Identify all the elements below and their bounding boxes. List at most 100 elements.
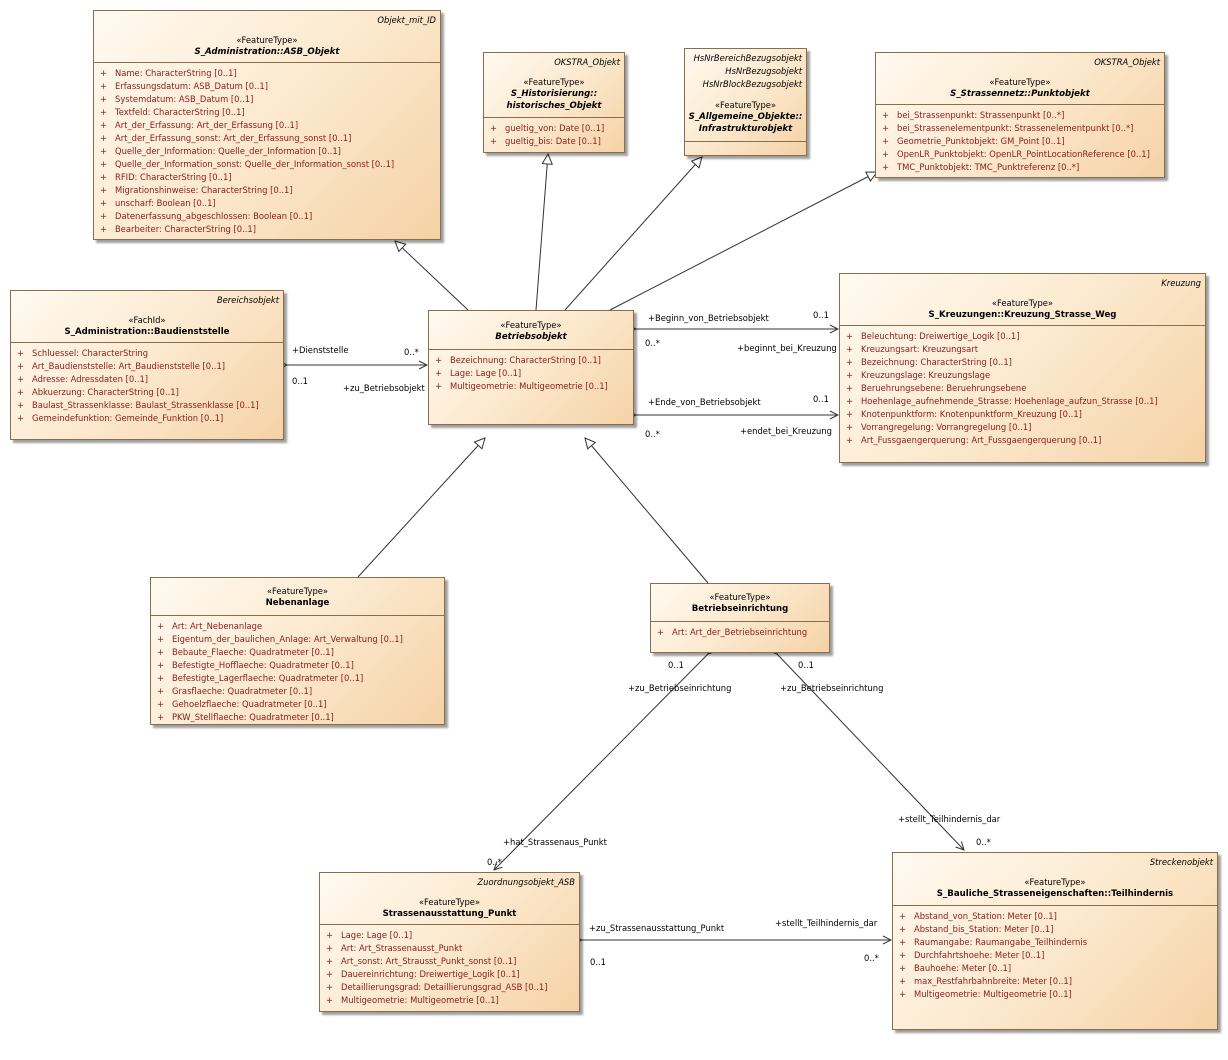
- role-label: +zu_Strassenausstattung_Punkt: [589, 923, 725, 933]
- attribute: Kreuzungsart: Kreuzungsart: [840, 343, 1205, 356]
- attribute-list: Art: Art_Nebenanlage Eigentum_der_baulic…: [151, 616, 444, 724]
- attribute: Lage: Lage [0..1]: [429, 367, 633, 380]
- class-historisches-objekt[interactable]: OKSTRA_Objekt «FeatureType» S_Historisie…: [483, 52, 625, 153]
- role-label: +zu_Betriebsobjekt: [343, 383, 425, 393]
- class-name: Nebenanlage: [265, 598, 330, 608]
- class-header: Objekt_mit_ID «FeatureType» S_Administra…: [94, 11, 440, 63]
- generalization-infrastruktur: [564, 157, 702, 311]
- attribute-list: gueltig_von: Date [0..1] gueltig_bis: Da…: [484, 118, 624, 148]
- class-name: Betriebsobjekt: [495, 332, 567, 342]
- multiplicity-label: 0..*: [487, 857, 502, 867]
- class-name: S_Allgemeine_Objekte:: Infrastrukturobje…: [688, 112, 803, 134]
- multiplicity-label: 0..1: [292, 376, 308, 386]
- attribute: Art: Art_Nebenanlage: [151, 620, 444, 633]
- attribute: Quelle_der_Information_sonst: Quelle_der…: [94, 158, 440, 171]
- class-nebenanlage[interactable]: «FeatureType» Nebenanlage Art: Art_Neben…: [150, 577, 445, 725]
- attribute: Art_der_Erfassung: Art_der_Erfassung [0.…: [94, 119, 440, 132]
- multiplicity-label: 0..*: [864, 953, 879, 963]
- role-label: +stellt_Teilhindernis_dar: [775, 918, 878, 928]
- class-betriebsobjekt[interactable]: «FeatureType» Betriebsobjekt Bezeichnung…: [428, 310, 634, 425]
- attribute: Multigeometrie: Multigeometrie [0..1]: [429, 380, 633, 393]
- attribute: unscharf: Boolean [0..1]: [94, 197, 440, 210]
- class-stereotype: «FeatureType»: [266, 586, 329, 596]
- attribute: Multigeometrie: Multigeometrie [0..1]: [893, 988, 1217, 1001]
- class-baudienststelle[interactable]: Bereichsobjekt «FachId» S_Administration…: [10, 290, 284, 440]
- attribute: Beleuchtung: Dreiwertige_Logik [0..1]: [840, 330, 1205, 343]
- class-name: S_Administration::ASB_Objekt: [194, 47, 340, 57]
- attribute: Lage: Lage [0..1]: [320, 929, 579, 942]
- attribute-list: Abstand_von_Station: Meter [0..1] Abstan…: [893, 906, 1217, 1001]
- class-teilhindernis[interactable]: Streckenobjekt «FeatureType» S_Bauliche_…: [892, 852, 1218, 1030]
- attribute: Kreuzungslage: Kreuzungslage: [840, 369, 1205, 382]
- class-betriebseinrichtung[interactable]: «FeatureType» Betriebseinrichtung Art: A…: [650, 583, 830, 653]
- attribute: Quelle_der_Information: Quelle_der_Infor…: [94, 145, 440, 158]
- class-stereotype: «FeatureType»: [236, 35, 298, 45]
- class-name: Betriebseinrichtung: [691, 604, 789, 614]
- role-label: +zu_Betriebseinrichtung: [780, 683, 884, 693]
- attribute: Eigentum_der_baulichen_Anlage: Art_Verwa…: [151, 633, 444, 646]
- attribute: Multigeometrie: Multigeometrie [0..1]: [320, 994, 579, 1007]
- class-header: «FeatureType» Betriebsobjekt: [429, 311, 633, 350]
- attribute: Bezeichnung: CharacterString [0..1]: [429, 354, 633, 367]
- attribute: TMC_Punktobjekt: TMC_Punktreferenz [0..*…: [876, 161, 1164, 174]
- attribute: Name: CharacterString [0..1]: [94, 67, 440, 80]
- class-stereotype: «FeatureType»: [1024, 877, 1086, 887]
- class-stereotype: «FeatureType»: [523, 77, 585, 87]
- multiplicity-label: 0..1: [813, 310, 829, 320]
- multiplicity-label: 0..1: [668, 660, 684, 670]
- generalization-nebenanlage: [357, 438, 485, 578]
- class-name: S_Strassennetz::Punktobjekt: [950, 89, 1090, 99]
- attribute: Abkuerzung: CharacterString [0..1]: [11, 386, 283, 399]
- class-punktobjekt[interactable]: OKSTRA_Objekt «FeatureType» S_Strassenne…: [875, 52, 1165, 178]
- attribute: Bebaute_Flaeche: Quadratmeter [0..1]: [151, 646, 444, 659]
- attribute: Raumangabe: Raumangabe_Teilhindernis: [893, 936, 1217, 949]
- attribute-list: Lage: Lage [0..1] Art: Art_Strassenausst…: [320, 925, 579, 1007]
- attribute: Art_Fussgaengerquerung: Art_Fussgaengerq…: [840, 434, 1205, 447]
- attribute: max_Restfahrbahnbreite: Meter [0..1]: [893, 975, 1217, 988]
- multiplicity-label: 0..*: [645, 429, 660, 439]
- attribute: Gehoelzflaeche: Quadratmeter [0..1]: [151, 698, 444, 711]
- class-header: «FeatureType» Nebenanlage: [151, 578, 444, 616]
- class-name: S_Bauliche_Strasseneigenschaften::Teilhi…: [936, 889, 1174, 899]
- class-name: S_Kreuzungen::Kreuzung_Strasse_Weg: [928, 310, 1117, 320]
- attribute: PKW_Stellflaeche: Quadratmeter [0..1]: [151, 711, 444, 724]
- attribute: RFID: CharacterString [0..1]: [94, 171, 440, 184]
- attribute: Befestigte_Hofflaeche: Quadratmeter [0..…: [151, 659, 444, 672]
- attribute: Geometrie_Punktobjekt: GM_Point [0..1]: [876, 135, 1164, 148]
- attribute: Art_Baudienststelle: Art_Baudienststelle…: [11, 360, 283, 373]
- attribute: Gemeindefunktion: Gemeinde_Funktion [0..…: [11, 412, 283, 425]
- attribute: Hoehenlage_aufnehmende_Strasse: Hoehenla…: [840, 395, 1205, 408]
- attribute: Bezeichnung: CharacterString [0..1]: [840, 356, 1205, 369]
- class-header: Streckenobjekt «FeatureType» S_Bauliche_…: [893, 853, 1217, 906]
- class-stereotype: «FeatureType»: [709, 592, 771, 602]
- class-header: HsNrBereichBezugsobjekt HsNrBezugsobjekt…: [685, 49, 806, 142]
- attribute: Migrationshinweise: CharacterString [0..…: [94, 184, 440, 197]
- class-stereotype: «FeatureType»: [714, 100, 777, 110]
- class-name: S_Administration::Baudienststelle: [64, 327, 230, 337]
- class-infrastrukturobjekt[interactable]: HsNrBereichBezugsobjekt HsNrBezugsobjekt…: [684, 48, 807, 156]
- generalization-historisches: [535, 154, 548, 311]
- class-tag: OKSTRA_Objekt: [1094, 57, 1160, 67]
- class-tag: HsNrBereichBezugsobjekt HsNrBezugsobjekt…: [693, 53, 802, 89]
- class-header: Zuordnungsobjekt_ASB «FeatureType» Stras…: [320, 873, 579, 925]
- class-kreuzung-strasse-weg[interactable]: Kreuzung «FeatureType» S_Kreuzungen::Kre…: [839, 273, 1206, 463]
- class-strassenausstattung-punkt[interactable]: Zuordnungsobjekt_ASB «FeatureType» Stras…: [319, 872, 580, 1012]
- class-tag: Zuordnungsobjekt_ASB: [477, 877, 575, 887]
- attribute: Erfassungsdatum: ASB_Datum [0..1]: [94, 80, 440, 93]
- attribute-list: Schluessel: CharacterString Art_Baudiens…: [11, 343, 283, 425]
- assoc-teilhindernis-1: [777, 654, 964, 850]
- class-asb-objekt[interactable]: Objekt_mit_ID «FeatureType» S_Administra…: [93, 10, 441, 240]
- class-header: OKSTRA_Objekt «FeatureType» S_Historisie…: [484, 53, 624, 118]
- class-tag: Streckenobjekt: [1149, 857, 1213, 867]
- class-header: Kreuzung «FeatureType» S_Kreuzungen::Kre…: [840, 274, 1205, 326]
- attribute: Art: Art_Strassenausst_Punkt: [320, 942, 579, 955]
- multiplicity-label: 0..*: [404, 347, 419, 357]
- class-header: Bereichsobjekt «FachId» S_Administration…: [11, 291, 283, 343]
- generalization-punktobjekt: [609, 172, 877, 311]
- attribute: Grasflaeche: Quadratmeter [0..1]: [151, 685, 444, 698]
- multiplicity-label: 0..1: [813, 394, 829, 404]
- attribute: Systemdatum: ASB_Datum [0..1]: [94, 93, 440, 106]
- class-name: S_Historisierung:: historisches_Objekt: [506, 89, 602, 111]
- attribute: Durchfahrtshoehe: Meter [0..1]: [893, 949, 1217, 962]
